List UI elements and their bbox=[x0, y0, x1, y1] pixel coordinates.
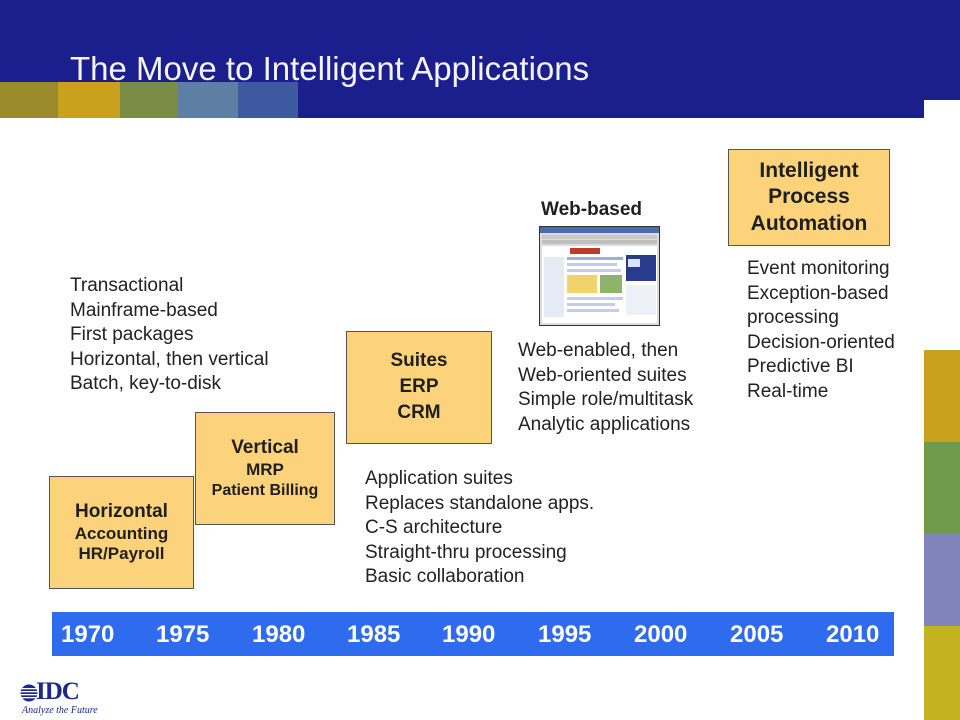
intelligent-era-description: Event monitoring Exception-based process… bbox=[747, 257, 895, 404]
description-line: Decision-oriented bbox=[747, 331, 895, 353]
description-line: Transactional bbox=[70, 275, 184, 296]
page-title: The Move to Intelligent Applications bbox=[70, 50, 590, 87]
description-line: Exception-based bbox=[747, 282, 889, 304]
year-label: 2000 bbox=[634, 621, 688, 648]
description-line: Replaces standalone apps. bbox=[365, 492, 595, 514]
era-heading-line: Automation bbox=[750, 211, 868, 235]
logo-tagline: Analyze the Future bbox=[22, 705, 98, 716]
era-line: MRP bbox=[246, 460, 284, 480]
browser-thumbnail-icon bbox=[540, 227, 659, 325]
decorative-tile-strip bbox=[0, 82, 924, 118]
era-heading: Vertical bbox=[231, 437, 299, 459]
era-heading-line: Intelligent bbox=[759, 159, 859, 183]
logo-wordmark: IDC bbox=[36, 678, 80, 705]
year-label: 1995 bbox=[538, 621, 592, 648]
era-line: CRM bbox=[397, 401, 441, 423]
description-line: First packages bbox=[70, 324, 194, 345]
mainframe-era-description: Transactional Mainframe-based First pack… bbox=[70, 274, 269, 397]
era-box-horizontal: Horizontal Accounting HR/Payroll bbox=[49, 476, 194, 589]
year-label: 2010 bbox=[826, 621, 880, 648]
description-line: Simple role/multitask bbox=[518, 389, 694, 410]
era-box-intelligent: Intelligent Process Automation bbox=[728, 149, 890, 246]
description-line: Real-time bbox=[747, 380, 829, 402]
era-heading: Horizontal bbox=[75, 500, 168, 522]
era-line: Accounting bbox=[74, 523, 169, 543]
description-line: Web-oriented suites bbox=[518, 364, 687, 386]
era-box-suites: Suites ERP CRM bbox=[346, 331, 492, 444]
year-timeline: 1970 1975 1980 1985 1990 1995 2000 2005 … bbox=[52, 612, 894, 656]
year-label: 1980 bbox=[252, 621, 306, 648]
description-line: C-S architecture bbox=[365, 517, 503, 538]
era-line: HR/Payroll bbox=[78, 543, 165, 563]
web-era-description: Web-enabled, then Web-oriented suites Si… bbox=[518, 339, 693, 437]
year-label: 1970 bbox=[61, 621, 115, 648]
description-line: Web-enabled, then bbox=[518, 340, 679, 361]
title-banner: The Move to Intelligent Applications bbox=[0, 0, 924, 118]
globe-icon bbox=[20, 684, 38, 702]
description-line: Basic collaboration bbox=[365, 566, 525, 587]
era-line: Patient Billing bbox=[211, 481, 319, 499]
year-label: 2005 bbox=[730, 621, 784, 648]
description-line: Batch, key-to-disk bbox=[70, 373, 221, 394]
year-label: 1985 bbox=[347, 621, 401, 648]
description-line: Mainframe-based bbox=[70, 299, 218, 321]
year-label: 1975 bbox=[156, 621, 210, 648]
description-line: Event monitoring bbox=[747, 258, 890, 279]
era-heading-line: Process bbox=[768, 185, 850, 209]
suites-era-description: Application suites Replaces standalone a… bbox=[365, 467, 594, 590]
description-line: Straight-thru processing bbox=[365, 541, 567, 563]
era-heading: Suites bbox=[390, 350, 448, 372]
era-box-vertical: Vertical MRP Patient Billing bbox=[195, 412, 335, 525]
era-heading-web: Web-based bbox=[541, 199, 643, 220]
year-label: 1990 bbox=[442, 621, 496, 648]
era-line: ERP bbox=[399, 376, 439, 398]
description-line: Application suites bbox=[365, 468, 513, 489]
web-page-screenshot bbox=[539, 226, 660, 326]
description-line: Analytic applications bbox=[518, 413, 691, 435]
description-line: Predictive BI bbox=[747, 356, 854, 377]
description-line: Horizontal, then vertical bbox=[70, 348, 269, 370]
description-line: processing bbox=[747, 307, 839, 328]
decorative-side-strip bbox=[924, 0, 960, 720]
